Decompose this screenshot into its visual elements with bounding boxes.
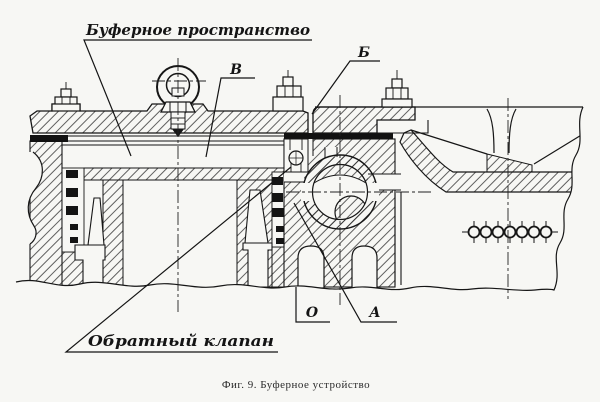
torn-edge-notch	[16, 152, 43, 244]
casting-wedge	[486, 153, 533, 173]
label-check-valve: Обратный клапан	[88, 332, 274, 350]
label-point-v: В	[229, 62, 242, 78]
bolt-icon	[272, 70, 304, 112]
support-wedge-left	[87, 197, 105, 246]
cylinder-cover	[29, 103, 309, 134]
seal-band-left	[30, 135, 68, 142]
port-curve	[508, 108, 517, 154]
break-edge-line	[15, 106, 584, 291]
leader-point-o	[295, 287, 330, 323]
port-curve	[486, 108, 495, 154]
figure-caption: Фиг. 9. Буферное устройство	[222, 379, 370, 391]
housing-leg-slot	[351, 245, 378, 289]
leader-check-valve	[64, 166, 292, 353]
bolt-hole-row	[462, 221, 558, 243]
leader-point-b	[311, 60, 380, 115]
bolt-icon	[51, 82, 81, 112]
support-foot-right	[242, 242, 273, 288]
housing-leg-slot	[297, 245, 325, 289]
bolt-icon	[381, 70, 413, 108]
piston-rings-right	[271, 171, 285, 248]
seal-band-right	[284, 133, 393, 139]
piston-crown	[83, 167, 285, 181]
leader-point-a	[293, 202, 397, 323]
piston-rings-left	[61, 167, 85, 253]
label-point-a: А	[368, 305, 380, 321]
piston-wall-left	[102, 179, 124, 288]
right-cover-block	[312, 106, 416, 134]
left-cylinder-section	[16, 65, 309, 288]
cover-bolts	[51, 70, 413, 112]
check-valve-assembly	[283, 133, 401, 289]
label-buffer-space: Буферное пространство	[85, 21, 310, 39]
leader-buffer-space	[83, 39, 312, 157]
leader-point-v	[205, 77, 255, 158]
right-cylinder-section	[312, 106, 584, 285]
label-point-o: О	[306, 305, 319, 321]
break-edge-mask	[16, 107, 600, 402]
centerlines	[152, 58, 509, 312]
label-point-b: Б	[357, 45, 370, 61]
callout-lines	[64, 39, 397, 353]
